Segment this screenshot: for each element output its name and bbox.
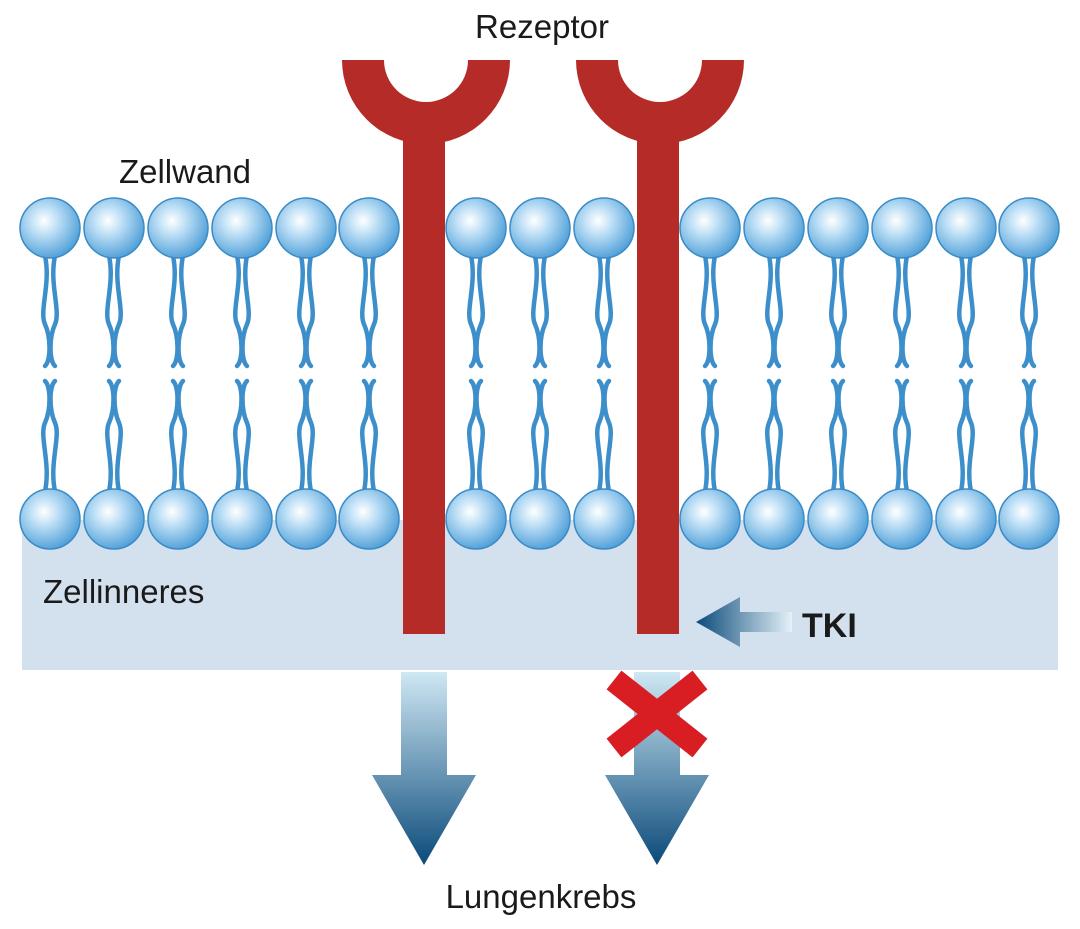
lipid-tail [900, 253, 911, 369]
lipid-tail [708, 253, 719, 369]
signal-arrow-left-icon [372, 672, 476, 865]
lipid-head [573, 197, 635, 259]
lipid-tail [900, 378, 911, 494]
lipid-tail [602, 253, 613, 369]
lipid-head [211, 197, 273, 259]
lipid-tail [836, 253, 847, 369]
receptor-right-neck [634, 121, 686, 130]
lipid-tail [240, 253, 251, 369]
signal-arrow-right-icon [605, 672, 709, 865]
block-x-icon [606, 670, 708, 758]
lipid-head [19, 488, 81, 550]
lipid-head [871, 197, 933, 259]
lipid-tail [367, 378, 378, 494]
phospholipid [935, 197, 997, 550]
lipid-head [338, 488, 400, 550]
receptor-left-stem [403, 128, 445, 634]
lipid-tail [304, 378, 315, 494]
lipid-tail [304, 253, 315, 369]
lipid-head [743, 488, 805, 550]
lipid-head [679, 488, 741, 550]
lipid-head [83, 488, 145, 550]
lipid-tail [112, 253, 123, 369]
lipid-tail [602, 378, 613, 494]
lipid-tail [367, 253, 378, 369]
lipid-head [338, 197, 400, 259]
lipid-tail [474, 378, 485, 494]
lipid-tail [964, 253, 975, 369]
lipid-tail [1027, 378, 1038, 494]
tki-arrow-icon [696, 597, 792, 647]
lipid-tail [240, 378, 251, 494]
lipid-head [211, 488, 273, 550]
lipid-tail [474, 253, 485, 369]
lipid-tail [708, 378, 719, 494]
lipid-bilayer [19, 197, 1060, 550]
receptor-label: Rezeptor [475, 8, 609, 45]
lipid-head [147, 488, 209, 550]
lipid-head [807, 488, 869, 550]
lipid-tail [772, 253, 783, 369]
lipid-head [935, 488, 997, 550]
receptor-left [342, 60, 510, 634]
lipid-head [573, 488, 635, 550]
phospholipid [338, 197, 400, 550]
cell-interior-label: Zellinneres [43, 573, 204, 610]
lipid-tail [48, 378, 59, 494]
lipid-head [445, 488, 507, 550]
lipid-head [935, 197, 997, 259]
lipid-tail [112, 378, 123, 494]
lipid-tail [538, 378, 549, 494]
lung-cancer-label: Lungenkrebs [446, 878, 637, 915]
receptor-right-stem [637, 128, 679, 634]
phospholipid [807, 197, 869, 550]
phospholipid [19, 197, 81, 550]
lipid-head [998, 488, 1060, 550]
receptor-left-neck [400, 121, 452, 130]
lipid-tail [176, 253, 187, 369]
lipid-head [509, 197, 571, 259]
phospholipid [445, 197, 507, 550]
lipid-tail [964, 378, 975, 494]
receptor-left-binding-site [342, 60, 510, 144]
lipid-head [679, 197, 741, 259]
lipid-head [445, 197, 507, 259]
phospholipid [573, 197, 635, 550]
phospholipid [679, 197, 741, 550]
phospholipid [743, 197, 805, 550]
phospholipid [998, 197, 1060, 550]
lipid-head [998, 197, 1060, 259]
lipid-head [275, 488, 337, 550]
phospholipid [83, 197, 145, 550]
lipid-head [871, 488, 933, 550]
lipid-head [19, 197, 81, 259]
lipid-head [509, 488, 571, 550]
cell-wall-label: Zellwand [119, 153, 251, 190]
phospholipid [509, 197, 571, 550]
phospholipid [211, 197, 273, 550]
lipid-head [147, 197, 209, 259]
lipid-tail [176, 378, 187, 494]
lipid-head [743, 197, 805, 259]
lipid-tail [836, 378, 847, 494]
lipid-head [275, 197, 337, 259]
lipid-tail [772, 378, 783, 494]
lipid-head [807, 197, 869, 259]
lipid-tail [48, 253, 59, 369]
phospholipid [275, 197, 337, 550]
phospholipid [871, 197, 933, 550]
tki-label: TKI [802, 607, 857, 645]
lipid-head [83, 197, 145, 259]
lipid-tail [1027, 253, 1038, 369]
receptor-right-binding-site [576, 60, 744, 144]
receptor-right [576, 60, 744, 634]
phospholipid [147, 197, 209, 550]
lipid-tail [538, 253, 549, 369]
